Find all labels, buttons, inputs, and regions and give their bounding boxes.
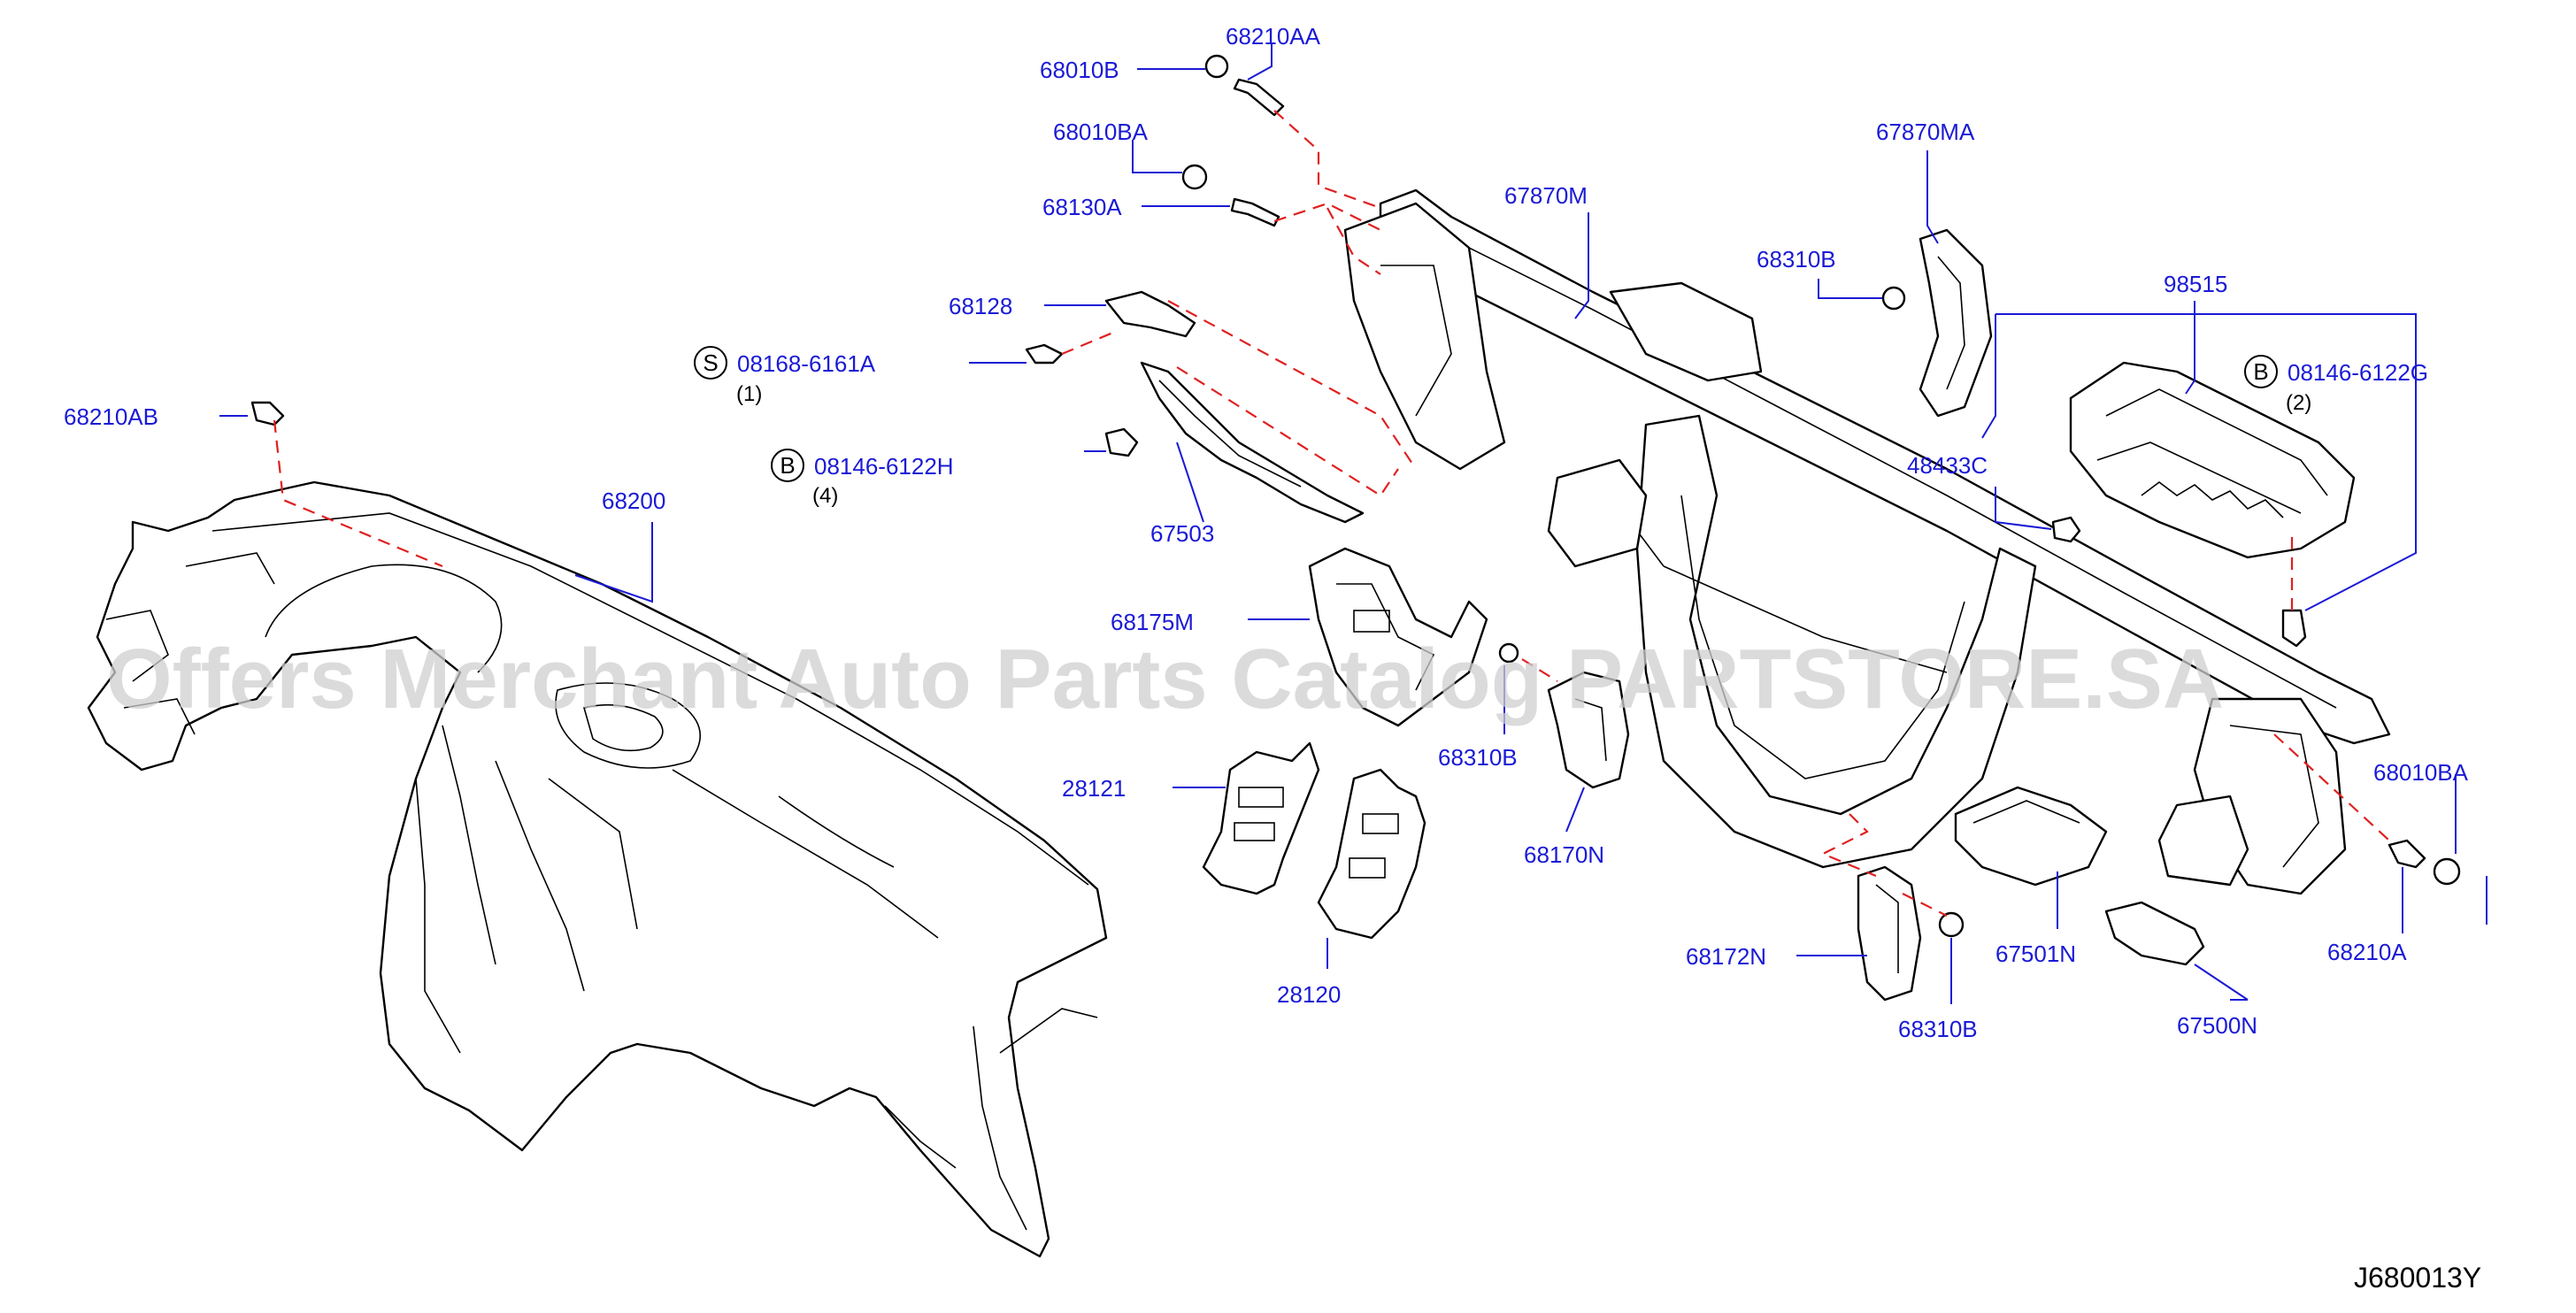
label-67503[interactable]: 67503 xyxy=(1150,520,1214,547)
bolt-48433C-icon xyxy=(2051,516,2081,543)
bracket-28120 xyxy=(1317,768,1426,940)
label-67870MA[interactable]: 67870MA xyxy=(1876,119,1975,145)
label-68175M[interactable]: 68175M xyxy=(1111,609,1194,635)
bolt-68210AB-icon xyxy=(250,401,285,426)
symbol-circle-b-right xyxy=(2244,355,2278,388)
symbol-circles: S B B xyxy=(694,346,2278,482)
nut-68310B-top-icon xyxy=(1881,286,1906,311)
label-67870M[interactable]: 67870M xyxy=(1504,182,1588,209)
label-68310B-top[interactable]: 68310B xyxy=(1757,246,1836,273)
bracket-67870MA xyxy=(1919,228,1993,418)
label-68010B[interactable]: 68010B xyxy=(1040,57,1119,83)
drawing-code: J680013Y xyxy=(2354,1262,2481,1294)
bracket-68172N xyxy=(1857,865,1922,1002)
label-08146-6122H[interactable]: 08146-6122H xyxy=(814,453,954,480)
bracket-68128 xyxy=(1104,290,1196,338)
qty-08168: (1) xyxy=(736,382,762,406)
label-28121[interactable]: 28121 xyxy=(1062,775,1126,802)
label-68170N[interactable]: 68170N xyxy=(1524,841,1604,868)
clip-68010BA-icon xyxy=(1181,164,1208,190)
screw-08168-icon xyxy=(1025,343,1064,365)
bolt-08146H-icon xyxy=(1104,427,1139,457)
clip-68010B-icon xyxy=(1204,54,1229,79)
label-68128[interactable]: 68128 xyxy=(949,293,1012,319)
label-68310B-bot[interactable]: 68310B xyxy=(1898,1016,1978,1042)
label-67501N[interactable]: 67501N xyxy=(1995,941,2076,967)
nut-68310B-mid-icon xyxy=(1498,642,1519,664)
airbag-module-98515 xyxy=(2069,361,2356,559)
bolt-68130A-icon xyxy=(1230,197,1280,227)
label-68210AB[interactable]: 68210AB xyxy=(64,403,158,430)
module-67501N xyxy=(1954,786,2108,887)
qty-08146H: (4) xyxy=(812,484,838,508)
label-68010BA-top[interactable]: 68010BA xyxy=(1053,119,1149,145)
bracket-68175M xyxy=(1308,547,1488,727)
label-68172N[interactable]: 68172N xyxy=(1686,943,1766,970)
bracket-67503 xyxy=(1140,361,1365,524)
label-48433C[interactable]: 48433C xyxy=(1907,452,1988,479)
bracket-68170N xyxy=(1547,671,1630,789)
symbol-b-left-letter: B xyxy=(780,452,795,479)
watermark: Offers Merchant Auto Parts Catalog PARTS… xyxy=(106,632,2224,726)
symbol-s-letter: S xyxy=(703,349,718,376)
bracket-28121 xyxy=(1202,741,1320,895)
bolt-68210A-icon xyxy=(2388,839,2426,869)
steering-member-67870M xyxy=(1343,188,2391,895)
label-08146-6122G[interactable]: 08146-6122G xyxy=(2288,359,2428,386)
label-68010BA-right[interactable]: 68010BA xyxy=(2373,759,2469,786)
part-labels: 68010B 68210AA 68010BA 68130A 68128 0816… xyxy=(64,23,2469,1042)
nut-68310B-bot-icon xyxy=(1938,911,1965,938)
label-68200[interactable]: 68200 xyxy=(602,488,665,514)
label-68210AA[interactable]: 68210AA xyxy=(1226,23,1321,50)
label-28120[interactable]: 28120 xyxy=(1277,981,1341,1008)
clip-68010BA-right-icon xyxy=(2433,857,2461,886)
symbol-circle-b-left xyxy=(771,449,804,482)
label-68310B-mid[interactable]: 68310B xyxy=(1438,744,1518,771)
clip-08146G-icon xyxy=(2281,609,2307,648)
symbol-circle-s xyxy=(694,346,727,380)
qty-08146G: (2) xyxy=(2286,391,2311,415)
label-68130A[interactable]: 68130A xyxy=(1042,194,1122,220)
fasteners xyxy=(250,54,2461,938)
bolt-68210AA-icon xyxy=(1233,78,1285,117)
assembly-lines xyxy=(273,110,2390,917)
label-68210A[interactable]: 68210A xyxy=(2327,939,2407,965)
bracket-67500N xyxy=(2104,901,2205,966)
label-08168-6161A[interactable]: 08168-6161A xyxy=(737,350,876,377)
label-98515[interactable]: 98515 xyxy=(2164,271,2227,297)
symbol-b-right-letter: B xyxy=(2253,358,2268,385)
label-67500N[interactable]: 67500N xyxy=(2177,1012,2257,1039)
instrument-panel-68200 xyxy=(87,480,1108,1258)
leader-lines xyxy=(219,42,2488,1004)
